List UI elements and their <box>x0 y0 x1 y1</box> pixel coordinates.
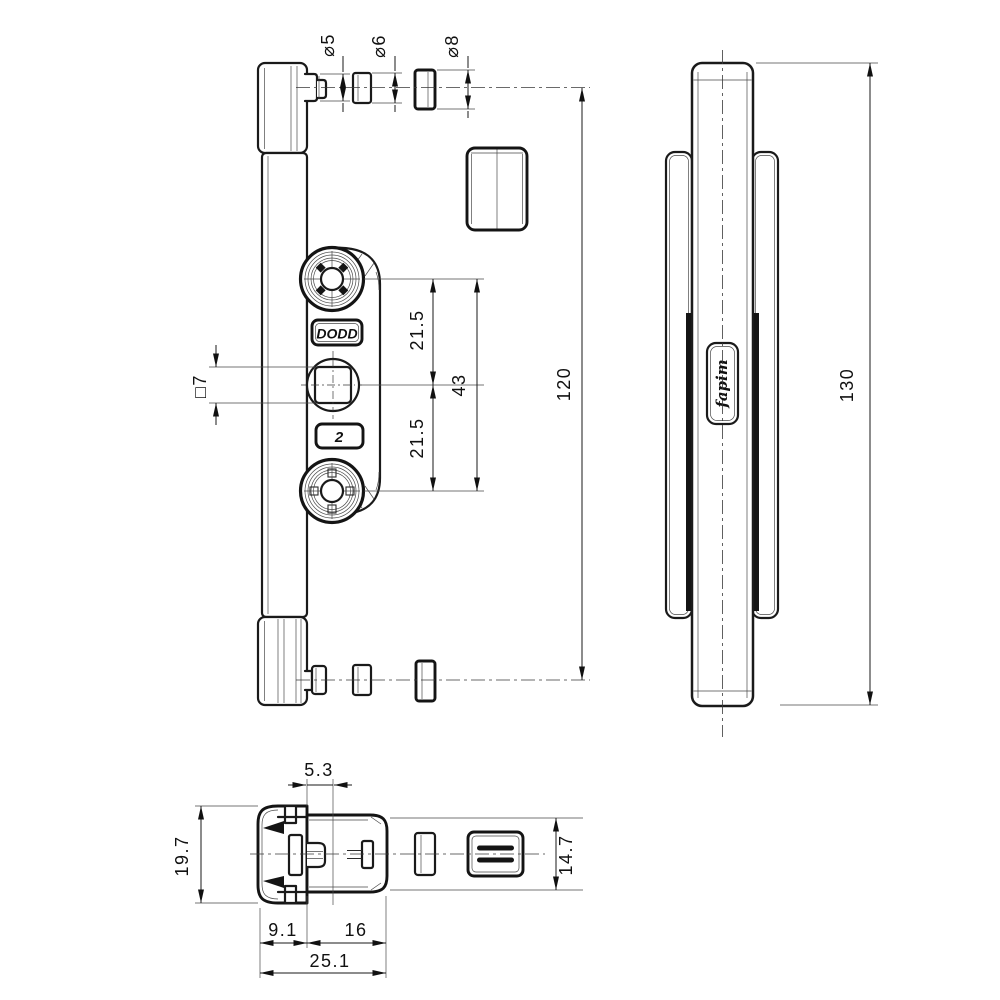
plan-dimensions: 5.3 19.7 14.7 9.1 16 25.1 <box>172 760 583 978</box>
brand-plate <box>310 318 364 347</box>
plan-t-piece <box>360 839 375 870</box>
top-rosette <box>298 245 366 313</box>
side-dimensions: 130 <box>756 62 878 706</box>
brand-logo: fapim <box>713 359 731 408</box>
dim-label-front-length: 120 <box>554 367 574 402</box>
dim-label-dia6: ⌀6 <box>369 34 389 58</box>
washer-top <box>351 71 373 105</box>
brand-plate-label: DODD <box>316 326 357 342</box>
front-dimensions: ⌀5 ⌀6 ⌀8 □7 21.5 43 21.5 120 <box>190 33 585 680</box>
plan-screw-slot <box>287 833 304 877</box>
front-body <box>260 151 309 619</box>
dim-label-backset: 5.3 <box>304 760 334 780</box>
front-centerlines <box>296 87 590 681</box>
dim-label-seg-b: 16 <box>344 920 367 940</box>
plan-view <box>250 804 545 905</box>
front-top-cap <box>256 61 309 155</box>
size-plate-label: 2 <box>334 429 344 446</box>
cap-top <box>413 68 437 111</box>
dim-label-pitch-bottom: 21.5 <box>407 417 427 458</box>
bottom-rosette <box>298 457 366 525</box>
plan-cartridge <box>305 813 389 894</box>
size-plate <box>314 422 365 450</box>
dim-label-seg-a: 9.1 <box>268 920 298 940</box>
front-bottom-cap <box>256 615 309 707</box>
cap-bottom <box>414 659 437 703</box>
dim-label-depth: 19.7 <box>172 835 192 876</box>
front-view: DODD 2 <box>256 61 590 707</box>
plan-spindle-boss <box>305 841 327 869</box>
dim-label-square7: □7 <box>190 374 210 398</box>
dim-label-width-total: 25.1 <box>309 951 350 971</box>
dim-label-body-width: 14.7 <box>556 834 576 875</box>
dim-label-pitch-total: 43 <box>449 373 469 396</box>
dim-label-dia5: ⌀5 <box>318 33 338 57</box>
dim-label-pitch-top: 21.5 <box>407 309 427 350</box>
dim-label-side-length: 130 <box>837 368 857 403</box>
side-view: fapim <box>664 50 780 737</box>
spindle-square <box>301 351 365 419</box>
dim-label-dia8: ⌀8 <box>442 34 462 58</box>
top-pin <box>303 72 328 103</box>
plan-clamp <box>256 804 309 905</box>
